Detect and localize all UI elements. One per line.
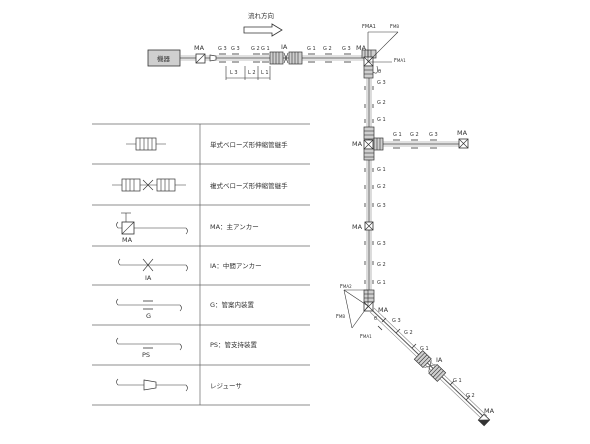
label-ma-lower: MA [352,223,363,231]
corner-bottom: MA FMA2 FMB FMA1 θ [336,284,389,340]
label-ma-mid: MA [352,140,363,148]
equipment: 機器 [147,49,181,67]
legend-text-single-bellows: 単式ベローズ形伸縮管継手 [210,140,288,149]
legend-symbol-single-bellows [126,137,166,151]
angle-theta-bottom: θ [374,316,377,322]
legend-text-main-anchor: MA：主アンカー [210,222,259,231]
label-ma-bottom-corner: MA [378,306,389,314]
label-ma-1: MA [194,44,205,52]
force-fma2: FMA2 [340,284,352,290]
label-g2-d2: G 2 [466,393,475,399]
legend-symbol-double-bellows [112,178,186,192]
vertical-pipeline: G 3 G 2 G 1 MA G 1 G 2 G 3 MA G 1 [352,78,469,303]
legend-text-reducer: レジューサ [210,382,242,390]
label-g1-branch: G 1 [393,132,402,138]
label-g1-d: G 1 [420,346,429,352]
label-g3-top: G 3 [218,46,227,52]
label-g1-top: G 1 [261,46,270,52]
legend-symbol-intermediate-anchor: IA [118,258,188,282]
force-fma1-top: FMA1 [362,24,376,30]
label-g1-d2: G 1 [453,378,462,384]
label-g3-v2: G 3 [377,203,386,209]
legend-text-double-bellows: 複式ベローズ形伸縮管継手 [210,181,288,190]
label-g3-branch: G 3 [429,132,438,138]
legend-symbol-label-ma: MA [122,236,133,244]
legend-symbol-label-g: G [146,312,151,320]
label-l1: L 1 [261,70,269,76]
label-g2-v2: G 2 [377,184,386,190]
label-g3-v1: G 3 [377,80,386,86]
force-fmb-top: FMB [390,24,399,30]
reducer-1 [209,54,217,62]
flow-label: 流れ方向 [248,11,274,20]
label-ma-corner: MA [356,44,367,52]
legend-symbol-label-ps: PS [142,351,150,359]
label-g2-branch: G 2 [410,132,419,138]
label-ma-branch: MA [457,129,468,137]
label-g2-top: G 2 [251,46,260,52]
label-g2-top-r: G 2 [323,46,332,52]
label-g2-d: G 2 [404,330,413,336]
angle-theta: θ [378,69,381,75]
label-ia-top: IA [281,43,288,51]
label-g3-top-2: G 3 [231,46,240,52]
equipment-label: 機器 [157,54,171,63]
label-ma-end: MA [484,407,495,415]
label-ia-diag: IA [436,356,443,364]
label-l2: L 2 [248,70,256,76]
legend-text-guide: G：管案内装置 [210,300,255,309]
label-g3-v3: G 3 [377,241,386,247]
label-g1-top-r: G 1 [307,46,316,52]
label-g3-top-r: G 3 [342,46,351,52]
label-l3: L 3 [230,70,238,76]
force-fma1-bottom: FMA1 [360,334,372,340]
legend-text-pipe-support: PS：管支持装置 [210,340,258,349]
label-g2-v1: G 2 [377,100,386,106]
legend-symbol-guide: G [116,298,182,320]
label-g3-d: G 3 [392,318,401,324]
legend-symbol-pipe-support: PS [116,337,182,359]
corner-top: MA FMA1 FMB FMA1 θ [356,24,406,79]
diagonal-pipeline: G 3 G 2 G 1 IA G 1 G 2 MA [369,307,495,427]
legend-symbol-reducer [116,378,188,392]
label-g1-v2: G 1 [377,167,386,173]
legend-symbol-label-ia: IA [145,274,152,282]
force-fmb-bottom: FMB [336,314,345,320]
legend-text-intermediate-anchor: IA：中間アンカー [210,261,262,270]
legend-symbol-main-anchor: MA [116,212,188,244]
top-pipeline: MA G 3 G 3 G 2 G 1 IA G 1 G 2 [180,43,370,80]
label-g1-v1: G 1 [377,117,386,123]
flow-direction: 流れ方向 [243,11,283,37]
legend-table: 単式ベローズ形伸縮管継手 複式ベローズ形伸縮管継手 MA [92,123,310,406]
flow-arrow-icon [243,23,283,37]
label-g2-v3: G 2 [377,262,386,268]
label-g1-v3: G 1 [377,280,386,286]
force-fma1-right: FMA1 [394,58,406,64]
